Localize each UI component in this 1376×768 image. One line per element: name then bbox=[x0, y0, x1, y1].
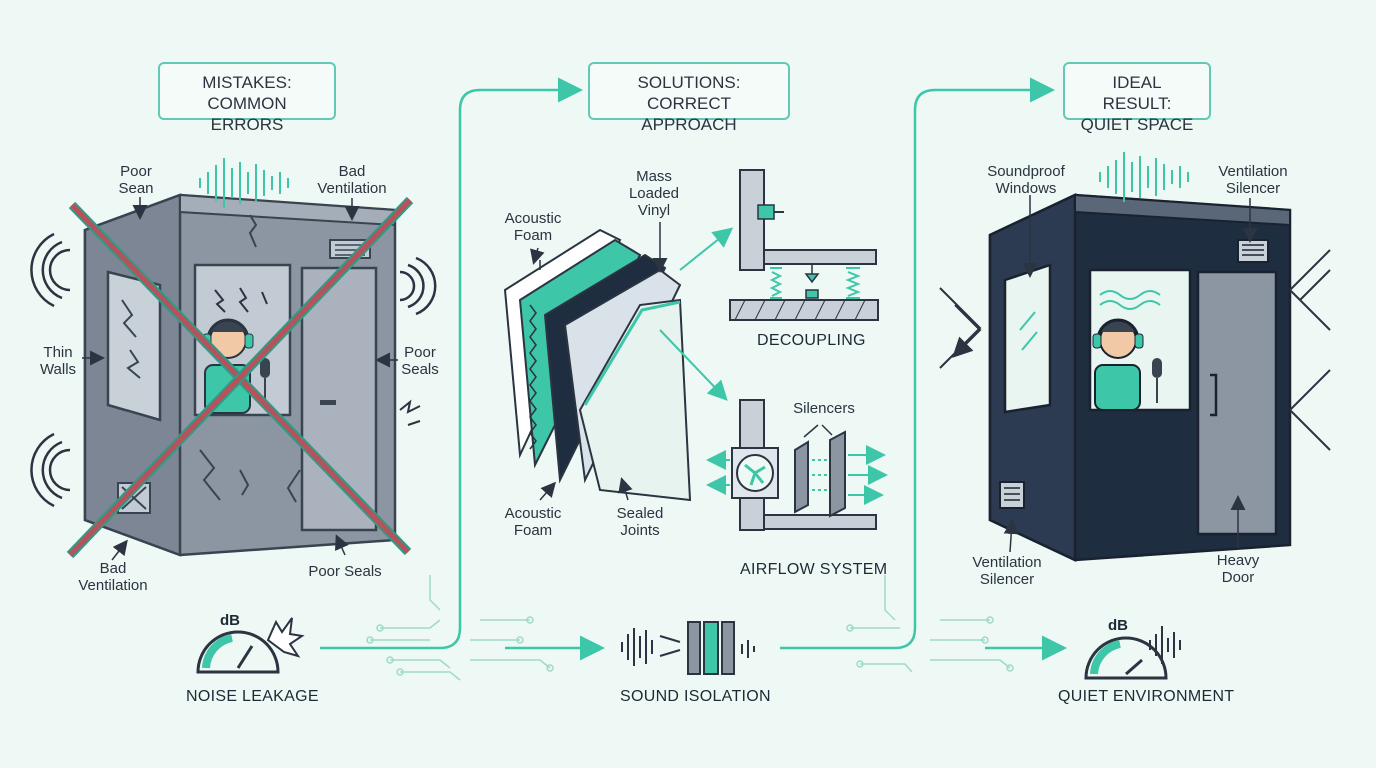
label-acoustic-foam-top: Acoustic Foam bbox=[500, 210, 566, 244]
mistakes-title: MISTAKES: COMMON ERRORS bbox=[158, 62, 336, 134]
decoupling-illustration bbox=[729, 169, 879, 321]
label-bad-ventilation-bottom-line2: Ventilation bbox=[78, 577, 148, 594]
ideal-title: IDEAL RESULT: QUIET SPACE bbox=[1063, 62, 1211, 134]
label-acoustic-foam-bottom: Acoustic Foam bbox=[500, 505, 566, 539]
label-bad-ventilation-bottom-line1: Bad bbox=[99, 560, 127, 577]
label-ventilation-silencer-top: Ventilation Silencer bbox=[1210, 163, 1296, 197]
label-poor-seals-right-line2: Seals bbox=[401, 361, 439, 378]
ideal-title-line2: QUIET SPACE bbox=[1080, 115, 1194, 134]
label-acoustic-foam-top-line1: Acoustic bbox=[504, 210, 562, 227]
label-soundproof-windows: Soundproof Windows bbox=[980, 163, 1072, 197]
wall-layers-illustration bbox=[503, 222, 734, 502]
label-sealed-joints-line2: Joints bbox=[620, 522, 660, 539]
airflow-illustration bbox=[706, 399, 888, 531]
label-ventilation-silencer-top-line1: Ventilation bbox=[1218, 163, 1288, 180]
label-poor-seals-right-line1: Poor bbox=[404, 344, 436, 361]
label-soundproof-windows-line1: Soundproof bbox=[987, 163, 1065, 180]
label-mass-loaded-vinyl: Mass Loaded Vinyl bbox=[624, 168, 684, 219]
solutions-title-line2: CORRECT APPROACH bbox=[641, 94, 737, 134]
label-bad-ventilation-top-line2: Ventilation bbox=[317, 180, 387, 197]
label-bad-ventilation-top-line1: Bad bbox=[338, 163, 366, 180]
label-sealed-joints-line1: Sealed bbox=[616, 505, 664, 522]
flow-connector-1 bbox=[320, 77, 583, 650]
solutions-title: SOLUTIONS: CORRECT APPROACH bbox=[588, 62, 790, 134]
solutions-title-line1: SOLUTIONS: bbox=[637, 73, 741, 92]
circuit-traces-left bbox=[366, 575, 554, 681]
noise-meter-icon bbox=[196, 617, 305, 674]
mistakes-title-line2: COMMON ERRORS bbox=[207, 94, 287, 134]
caption-quiet-environment: QUIET ENVIRONMENT bbox=[1058, 688, 1235, 705]
ideal-title-line1: IDEAL RESULT: bbox=[1102, 73, 1172, 113]
label-mlv-line1: Mass bbox=[636, 168, 672, 185]
caption-noise-leakage: NOISE LEAKAGE bbox=[186, 688, 319, 705]
label-sealed-joints: Sealed Joints bbox=[612, 505, 668, 539]
label-bad-ventilation-top: Bad Ventilation bbox=[308, 163, 396, 197]
label-heavy-door-line1: Heavy bbox=[1216, 552, 1260, 569]
label-poor-seals-right: Poor Seals bbox=[398, 344, 442, 378]
label-poor-sean: Poor Sean bbox=[116, 163, 156, 197]
label-poor-sean-line2: Sean bbox=[118, 180, 154, 197]
caption-airflow-system: AIRFLOW SYSTEM bbox=[740, 561, 888, 578]
label-ventilation-silencer-bottom: Ventilation Silencer bbox=[964, 554, 1050, 588]
mistakes-title-line1: MISTAKES: bbox=[202, 73, 292, 92]
label-soundproof-windows-line2: Windows bbox=[995, 180, 1057, 197]
label-mlv-line3: Vinyl bbox=[637, 202, 671, 219]
bad-booth-illustration bbox=[30, 158, 437, 561]
caption-sound-isolation: SOUND ISOLATION bbox=[620, 688, 771, 705]
label-thin-walls-line1: Thin bbox=[43, 344, 73, 361]
label-thin-walls-line2: Walls bbox=[39, 361, 77, 378]
flow-connector-2 bbox=[780, 77, 1055, 650]
label-mlv-line2: Loaded bbox=[628, 185, 680, 202]
label-heavy-door-line2: Door bbox=[1221, 569, 1255, 586]
quiet-meter-icon bbox=[1084, 626, 1181, 680]
label-acoustic-foam-top-line2: Foam bbox=[513, 227, 553, 244]
label-heavy-door: Heavy Door bbox=[1210, 552, 1266, 586]
caption-decoupling: DECOUPLING bbox=[757, 332, 866, 349]
label-ventilation-silencer-bottom-line2: Silencer bbox=[979, 571, 1035, 588]
label-acoustic-foam-bottom-line1: Acoustic bbox=[504, 505, 562, 522]
label-acoustic-foam-bottom-line2: Foam bbox=[513, 522, 553, 539]
label-ventilation-silencer-bottom-line1: Ventilation bbox=[972, 554, 1042, 571]
sound-isolation-icon bbox=[621, 621, 755, 675]
label-poor-seals-bottom: Poor Seals bbox=[308, 563, 382, 580]
db-label-left: dB bbox=[220, 612, 240, 629]
label-silencers: Silencers bbox=[793, 400, 855, 417]
quiet-booth-illustration bbox=[940, 152, 1331, 562]
label-bad-ventilation-bottom: Bad Ventilation bbox=[70, 560, 156, 594]
circuit-traces-right bbox=[846, 575, 1014, 673]
label-poor-sean-line1: Poor bbox=[120, 163, 152, 180]
label-ventilation-silencer-top-line2: Silencer bbox=[1225, 180, 1281, 197]
db-label-right: dB bbox=[1108, 617, 1128, 634]
label-thin-walls: Thin Walls bbox=[36, 344, 80, 378]
